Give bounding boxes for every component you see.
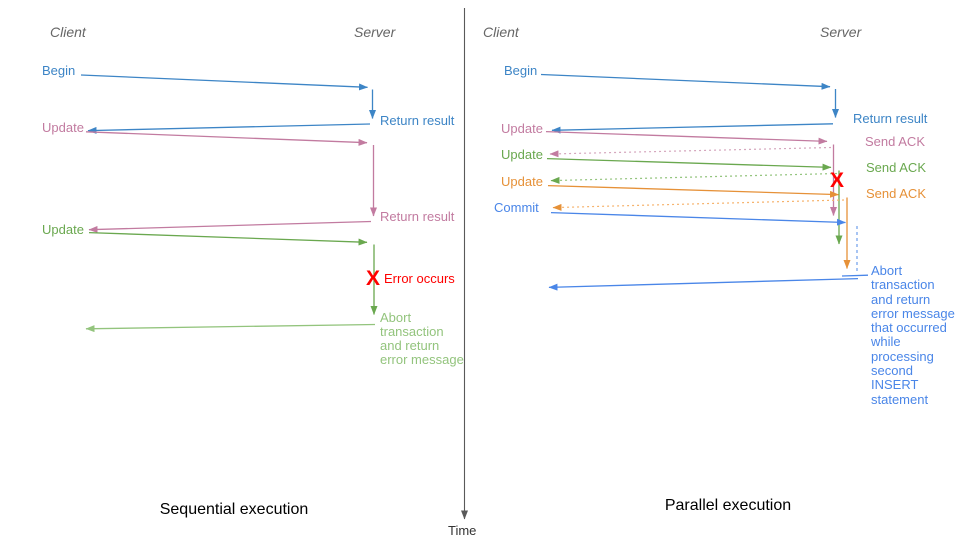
seq-abort-line: and return — [380, 338, 440, 353]
par-send-ack-1-label: Send ACK — [865, 134, 925, 149]
seq-return-result-2-label: Return result — [380, 209, 455, 224]
par-send-ack-3-arrow — [552, 199, 845, 211]
par-send-ack-2-arrow — [550, 172, 838, 184]
seq-return-result-1-label: Return result — [380, 113, 455, 128]
par-abort-message: Abort transaction and return error messa… — [871, 263, 955, 407]
par-abort-line: and return — [871, 291, 931, 307]
seq-client-header: Client — [50, 24, 86, 40]
par-abort-line: transaction — [871, 277, 935, 293]
seq-abort-line: Abort — [380, 310, 412, 325]
par-commit-label: Commit — [494, 200, 539, 215]
par-abort-line: while — [871, 334, 901, 350]
seq-return-result-2-arrow — [88, 220, 372, 233]
par-update-3-label: Update — [501, 174, 543, 189]
seq-abort-line: transaction — [380, 324, 444, 339]
seq-caption: Sequential execution — [159, 501, 309, 518]
par-abort-bar — [841, 274, 869, 277]
par-update-2-label: Update — [501, 147, 543, 162]
par-abort-line: that occurred — [871, 320, 947, 336]
seq-begin-label: Begin — [42, 63, 76, 78]
par-abort-line: INSERT — [871, 377, 919, 393]
par-return-result-label: Return result — [853, 111, 928, 126]
seq-error-x-icon: X — [366, 267, 381, 290]
par-server-header: Server — [820, 24, 862, 40]
seq-return-result-1-arrow — [87, 123, 371, 134]
seq-abort-return-arrow — [85, 323, 376, 333]
par-send-ack-1-arrow — [549, 146, 832, 158]
seq-update-1-request-arrow — [85, 131, 368, 146]
par-abort-line: error message — [871, 305, 955, 321]
par-abort-return-arrow — [548, 277, 859, 291]
par-client-header: Client — [483, 24, 519, 40]
par-abort-line: second — [871, 363, 913, 379]
par-caption: Parallel execution — [664, 497, 792, 514]
par-abort-line: statement — [871, 391, 929, 407]
time-axis-label: Time — [448, 523, 477, 538]
par-update-1-label: Update — [501, 121, 543, 136]
par-abort-line: processing — [871, 348, 934, 364]
par-return-result-arrow — [551, 123, 834, 134]
seq-server-header: Server — [354, 24, 396, 40]
seq-update-2-request-arrow — [88, 231, 368, 246]
par-send-ack-2-label: Send ACK — [866, 160, 926, 175]
par-error-x-icon: X — [830, 169, 845, 192]
seq-begin-request-arrow — [80, 74, 368, 91]
par-abort-line: Abort — [871, 263, 903, 278]
par-update-2-request-arrow — [546, 157, 832, 171]
par-commit-request-arrow — [550, 211, 846, 226]
par-begin-request-arrow — [540, 73, 831, 90]
seq-abort-line: error message — [380, 352, 464, 367]
par-send-ack-3-label: Send ACK — [866, 186, 926, 201]
par-update-1-request-arrow — [545, 130, 828, 145]
seq-abort-message: Abort transaction and return error messa… — [380, 311, 464, 367]
seq-error-label: Error occurs — [384, 271, 455, 286]
seq-update-2-label: Update — [42, 222, 84, 237]
seq-update-1-label: Update — [42, 120, 84, 135]
par-begin-label: Begin — [504, 63, 538, 78]
par-update-3-request-arrow — [547, 184, 839, 198]
